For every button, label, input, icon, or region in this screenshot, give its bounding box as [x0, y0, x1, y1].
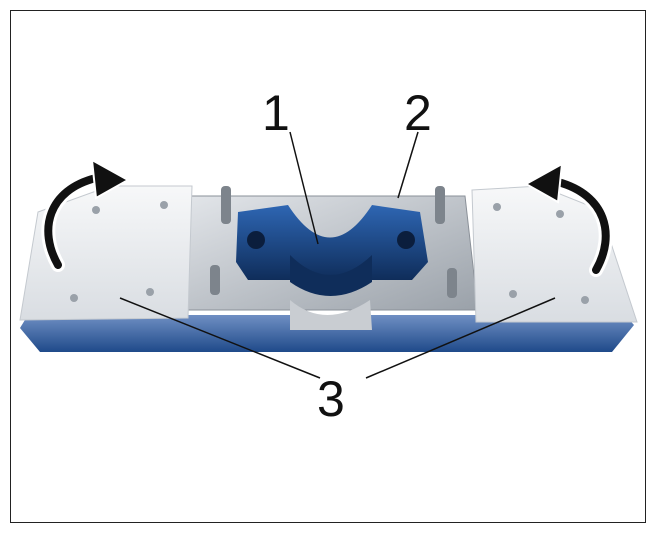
rotate-right-arrow-icon — [523, 162, 613, 277]
callout-2: 2 — [404, 85, 432, 141]
callout-1: 1 — [262, 85, 290, 141]
bearing-shell-part — [236, 205, 428, 296]
rotate-left-arrow-icon — [41, 158, 131, 272]
fixture-base — [20, 315, 634, 352]
callout-3: 3 — [317, 371, 345, 427]
leader-lines — [119, 131, 556, 379]
guide-pins — [210, 186, 457, 298]
right-clamp-pad — [471, 185, 638, 323]
